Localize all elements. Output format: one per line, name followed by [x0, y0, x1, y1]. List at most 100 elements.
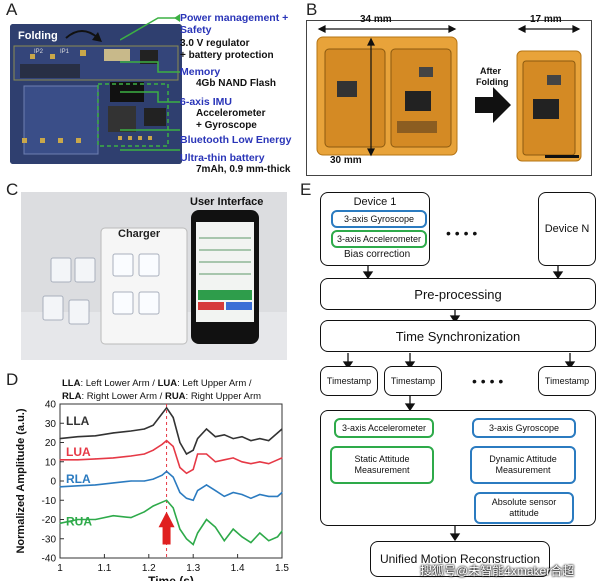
series-point-rua — [268, 540, 270, 542]
series-point-lla — [165, 407, 168, 409]
series-point-lua — [192, 468, 194, 471]
series-point-rua — [197, 532, 199, 534]
series-label-rua: RUA — [66, 514, 92, 528]
series-point-lla — [179, 441, 181, 444]
device-1-title: Device 1 — [353, 196, 397, 208]
series-point-rua — [130, 516, 132, 519]
series-point-lua — [143, 453, 145, 455]
series-point-lua — [77, 459, 79, 461]
series-point-rua — [241, 536, 243, 538]
device-n-box: Device N — [538, 192, 596, 266]
series-point-lua — [259, 461, 261, 463]
charger-photo — [21, 192, 287, 360]
y-tick-label: 0 — [50, 477, 56, 488]
series-point-rua — [161, 501, 163, 503]
battery-line1: 7mAh, 0.9 mm-thick — [196, 164, 291, 175]
device-dots: • • • • — [446, 225, 477, 241]
imu-line1: Accelerometer — [196, 108, 266, 119]
power-mgmt-head: Power management + — [180, 12, 289, 24]
series-point-lla — [276, 432, 279, 434]
series-point-rla — [205, 484, 208, 486]
legend-lua-abbr: LUA — [157, 378, 178, 389]
width-before-label: 34 mm — [360, 14, 392, 25]
ip2-label: IP2 — [34, 49, 44, 55]
y-tick-label: 40 — [45, 400, 57, 411]
series-point-rua — [165, 499, 168, 501]
series-point-rla — [130, 480, 132, 482]
panel-a-connector-lines — [120, 14, 180, 151]
series-point-rua — [143, 511, 145, 513]
series-point-lla — [281, 428, 283, 430]
series-point-lua — [281, 457, 283, 459]
device-1-box: Device 1 — [320, 192, 430, 266]
panel-e-label: E — [300, 180, 312, 199]
watermark: 搜狐号@未智能4xmaker合超 — [420, 564, 575, 578]
y-tick-label: 30 — [45, 419, 57, 430]
timestamp-dots: • • • • — [472, 373, 503, 389]
x-tick-label: 1 — [57, 563, 63, 574]
series-point-lua — [94, 458, 97, 460]
series-point-rua — [94, 518, 97, 521]
bias-correction-label: Bias correction — [344, 249, 411, 260]
series-point-rla — [214, 490, 216, 492]
legend-lla-full: : Left Lower Arm / — [80, 378, 158, 389]
legend-rua-full: : Right Upper Arm — [185, 391, 262, 402]
series-point-rla — [165, 470, 168, 472]
width-after-label: 17 mm — [530, 14, 562, 25]
pcb-illustration — [10, 24, 182, 164]
series-point-lla — [241, 436, 243, 438]
series-point-lua — [223, 459, 225, 461]
memory-head: Memory — [180, 66, 221, 78]
series-point-rua — [276, 536, 279, 538]
series-point-lua — [214, 461, 216, 463]
imu-head: 6-axis IMU — [180, 96, 232, 108]
legend-lua-full: : Left Upper Arm / — [177, 378, 252, 389]
y-axis-label: Normalized Amplitude (a.u.) — [15, 408, 27, 553]
device-fold-illustration — [316, 25, 582, 162]
series-point-lua — [185, 472, 188, 474]
series-point-lla — [259, 438, 261, 440]
series-point-rla — [241, 493, 243, 496]
power-mgmt-line1: 3.0 V regulator — [180, 38, 250, 49]
ble-head: Bluetooth Low Energy — [180, 134, 292, 146]
panel-c-label: C — [6, 180, 19, 199]
series-point-rla — [185, 497, 188, 499]
panel-d-legend-line-2: RLA: Right Lower Arm / RUA: Right Upper … — [62, 391, 261, 402]
series-line-rla — [59, 470, 283, 502]
x-tick-label: 1.5 — [275, 563, 289, 574]
series-point-rua — [59, 522, 61, 524]
series-point-rla — [112, 482, 114, 484]
after-folding-label-1: After — [480, 66, 502, 76]
series-point-lla — [250, 439, 252, 442]
series-point-lla — [223, 434, 225, 436]
time-sync-box: Time Synchronization — [320, 320, 596, 352]
series-point-lla — [112, 432, 114, 434]
series-point-rua — [232, 528, 234, 530]
y-tick-label: -20 — [42, 515, 57, 526]
after-folding-label-2: Folding — [476, 77, 509, 87]
series-point-rua — [223, 540, 225, 542]
series-point-rua — [179, 528, 181, 530]
series-point-rla — [192, 499, 194, 501]
legend-rla-abbr: RLA — [62, 391, 82, 402]
series-point-rla — [259, 493, 261, 496]
series-label-lla: LLA — [66, 414, 90, 428]
absolute-attitude-box: Absolute sensor attitude — [474, 492, 574, 524]
series-point-lla — [152, 424, 154, 426]
user-interface-label: User Interface — [190, 196, 264, 208]
series-point-lua — [172, 445, 174, 447]
series-point-lla — [232, 438, 234, 440]
series-point-lua — [165, 439, 168, 442]
series-point-lla — [130, 430, 132, 432]
x-tick-label: 1.2 — [142, 563, 156, 574]
series-point-lua — [179, 466, 181, 469]
series-point-lla — [94, 435, 97, 437]
series-point-rla — [59, 486, 61, 488]
series-point-rla — [77, 485, 79, 487]
charger-label: Charger — [118, 228, 161, 240]
series-point-lla — [59, 438, 61, 440]
series-point-rua — [281, 530, 283, 532]
panel-b-label: B — [306, 0, 318, 19]
x-tick-label: 1.1 — [97, 563, 111, 574]
imu-line2: + Gyroscope — [196, 120, 257, 131]
